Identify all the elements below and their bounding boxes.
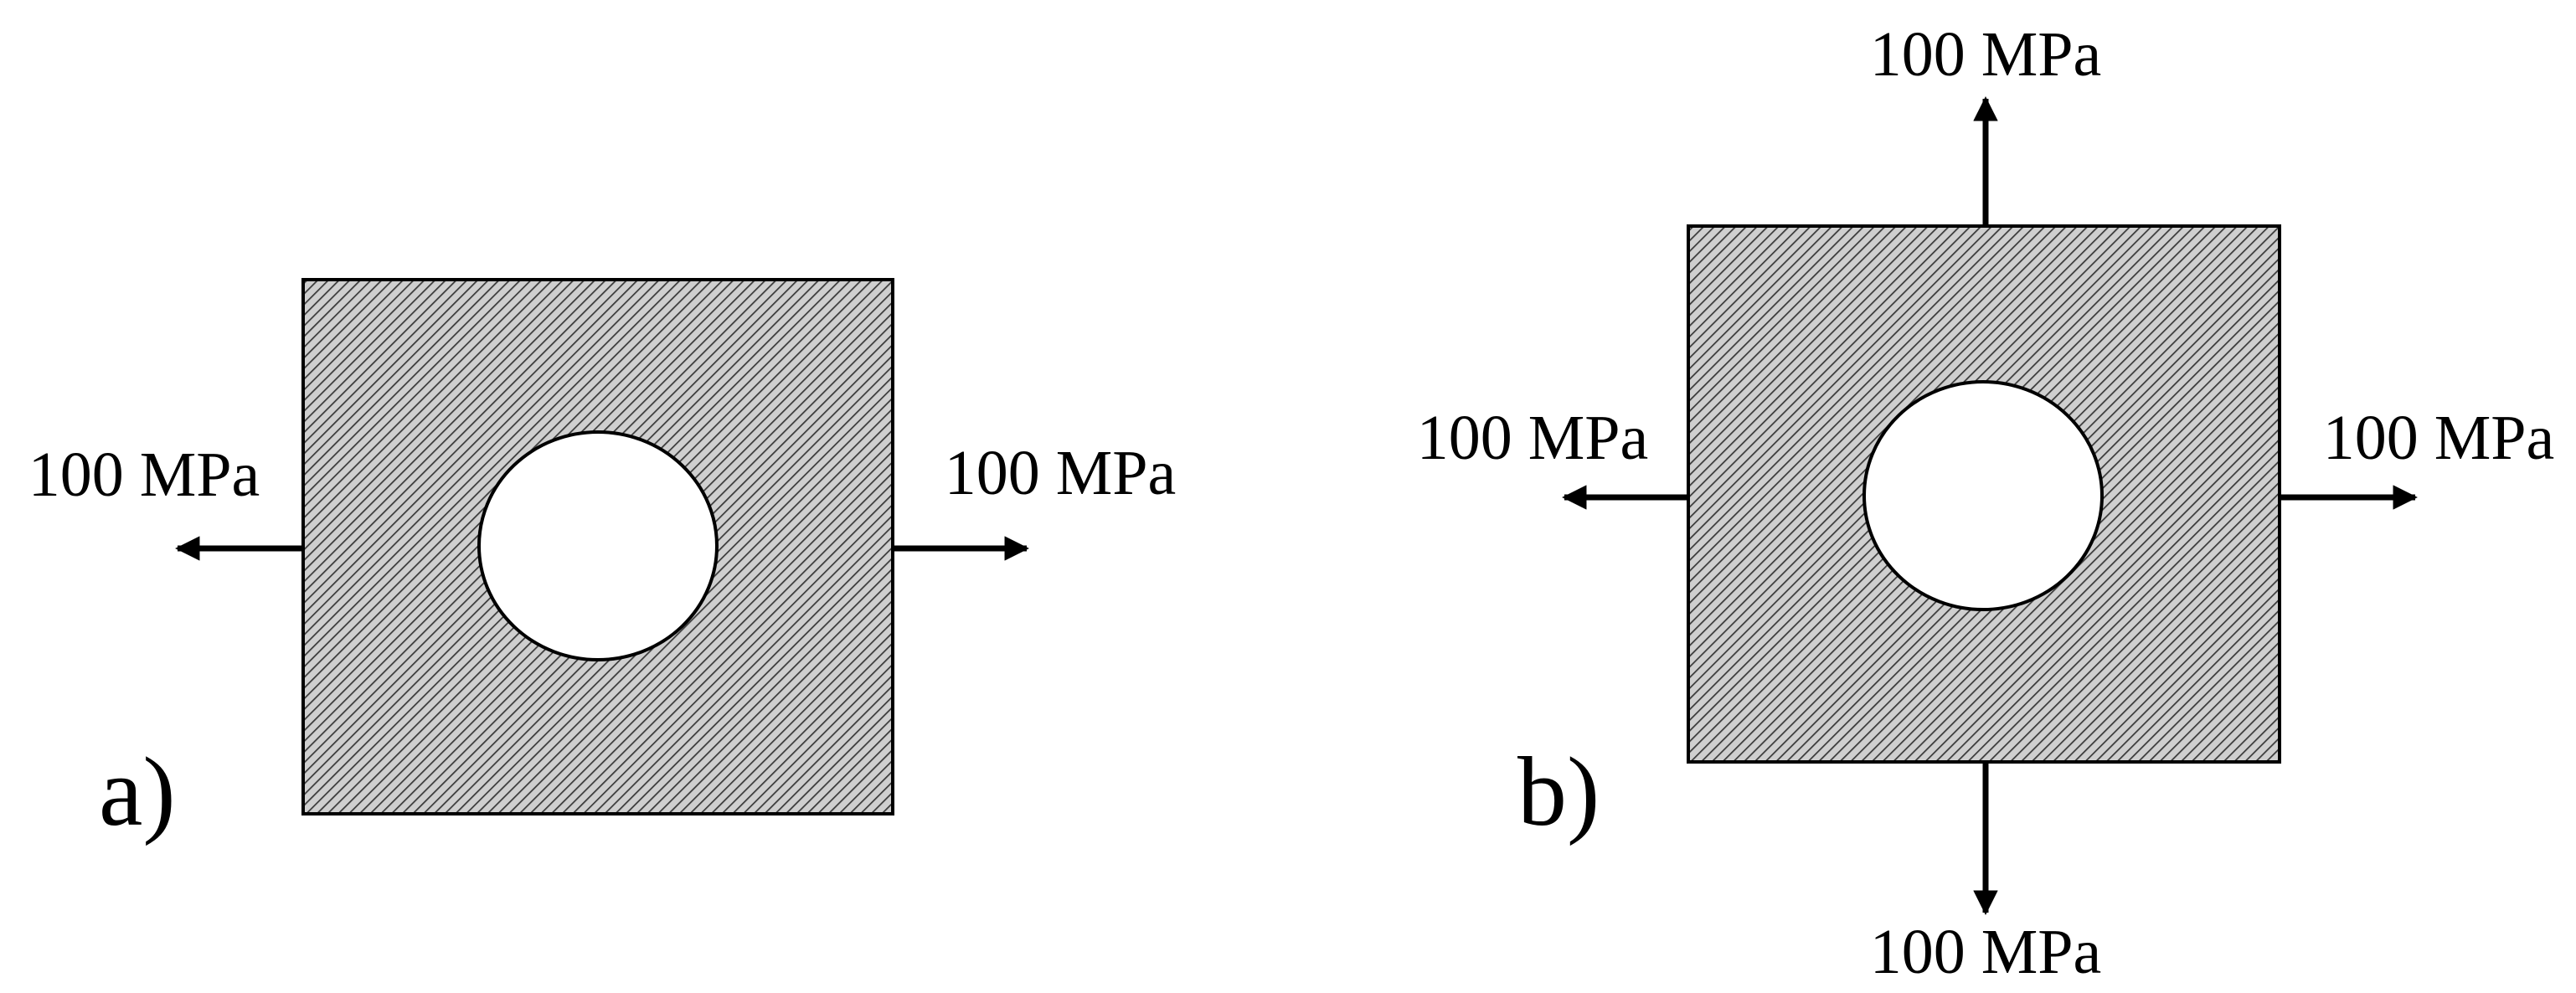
load-label-b-left: 100 MPa <box>1417 403 1649 473</box>
hole-b <box>1862 380 2104 611</box>
hole-a <box>477 430 719 661</box>
load-label-b-right: 100 MPa <box>2323 403 2555 473</box>
panel-label-b: b) <box>1517 737 1600 846</box>
load-label-b-bottom: 100 MPa <box>1870 917 2102 987</box>
panel-b: 100 MPa 100 MPa 100 MPa 100 MPa b) <box>1417 19 2555 987</box>
panel-a: 100 MPa 100 MPa a) <box>28 278 1177 846</box>
panel-label-a: a) <box>99 737 176 846</box>
load-label-b-top: 100 MPa <box>1870 19 2102 90</box>
load-label-a-left: 100 MPa <box>28 440 260 510</box>
load-label-a-right: 100 MPa <box>945 438 1177 508</box>
